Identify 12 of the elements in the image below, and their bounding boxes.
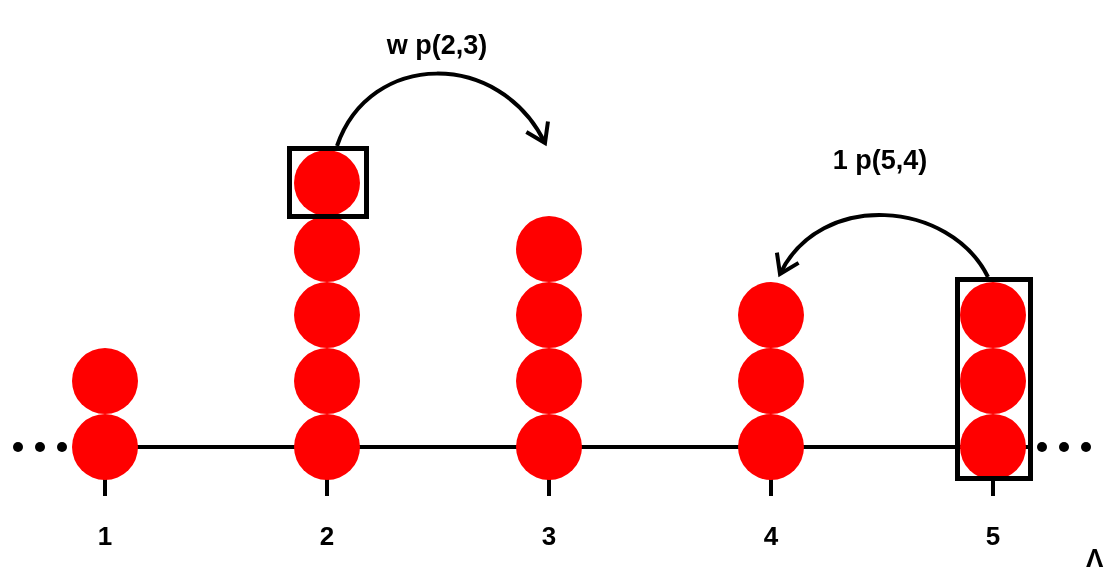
curved-arrow: [335, 71, 548, 147]
selection-box: [955, 277, 1033, 481]
edge-label: 1 p(5,4): [832, 146, 928, 174]
site-number: 4: [763, 523, 779, 549]
site-number: 1: [97, 523, 113, 549]
selection-box: [287, 146, 369, 219]
edge-label: w p(2,3): [386, 31, 488, 59]
site-number: 2: [319, 523, 335, 549]
site-number: 5: [985, 523, 1001, 549]
site-number: 3: [541, 523, 557, 549]
lattice-symbol: Λ: [1086, 545, 1104, 571]
curved-arrow: [777, 213, 990, 279]
